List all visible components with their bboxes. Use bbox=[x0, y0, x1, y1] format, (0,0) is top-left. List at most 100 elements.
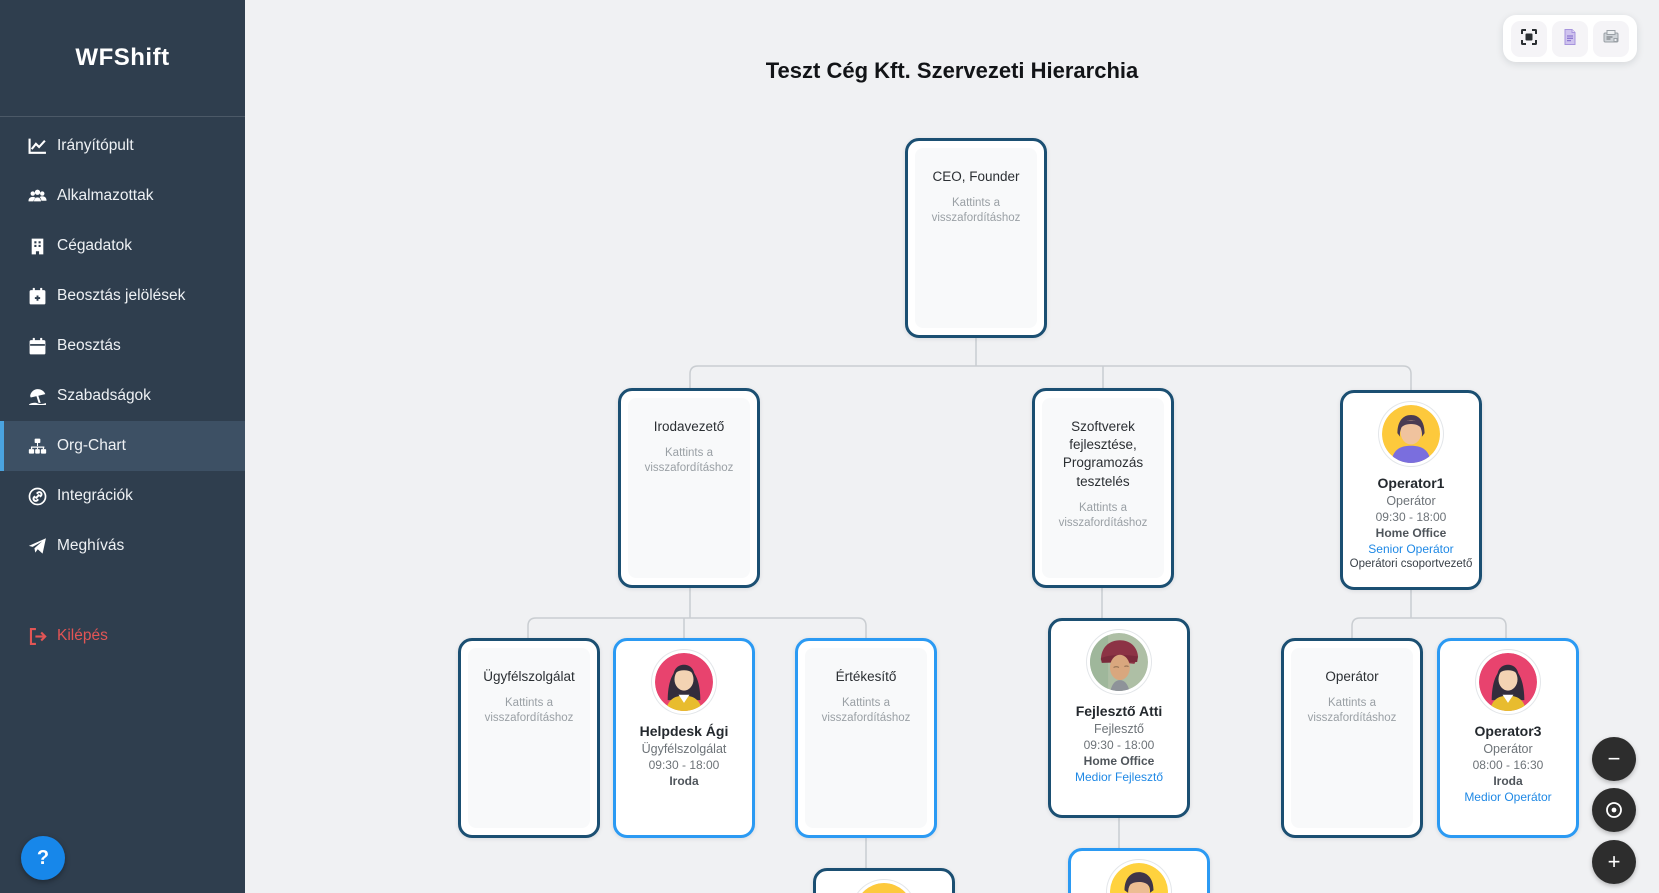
sidebar-item-label: Beosztás jelölések bbox=[57, 287, 186, 304]
document-export-icon bbox=[1561, 28, 1579, 49]
node-collapse-hint: Kattints a visszafordításhoz bbox=[1058, 501, 1148, 529]
person-extra-title: Operátori csoportvezető bbox=[1349, 558, 1473, 570]
sidebar-divider bbox=[0, 116, 245, 117]
person-level-link[interactable]: Medior Operátor bbox=[1464, 790, 1552, 804]
node-collapse-hint: Kattints a visszafordításhoz bbox=[931, 197, 1021, 225]
person-level-link[interactable]: Senior Operátor bbox=[1368, 542, 1454, 556]
sidebar-item-label: Szabadságok bbox=[57, 387, 151, 404]
node-collapse-hint: Kattints a visszafordításhoz bbox=[1307, 697, 1397, 725]
org-node-operator3[interactable]: Operator3 Operátor 08:00 - 16:30 Iroda M… bbox=[1437, 638, 1579, 838]
image-export-icon bbox=[1602, 28, 1620, 49]
sidebar-menu: Irányítópult Alkalmazottak Cégadatok Beo… bbox=[0, 121, 245, 661]
sidebar-item-shift-marks[interactable]: Beosztás jelölések bbox=[0, 271, 245, 321]
org-node-fejleszto-atti[interactable]: Fejlesztő Atti Fejlesztő 09:30 - 18:00 H… bbox=[1048, 618, 1190, 818]
person-role: Operátor bbox=[1483, 742, 1533, 756]
male-cartoon-avatar-2 bbox=[1110, 863, 1168, 893]
org-node-irodavezeto[interactable]: Irodavezető Kattints a visszafordításhoz bbox=[618, 388, 760, 588]
node-collapse-hint: Kattints a visszafordításhoz bbox=[821, 697, 911, 725]
node-collapse-hint: Kattints a visszafordításhoz bbox=[484, 697, 574, 725]
export-document-button[interactable] bbox=[1552, 20, 1588, 57]
node-title: Szoftverek fejlesztése, Programozás tesz… bbox=[1062, 419, 1144, 489]
zoom-out-button[interactable]: − bbox=[1592, 737, 1636, 781]
center-view-icon bbox=[1604, 800, 1624, 820]
person-role: Ügyfélszolgálat bbox=[641, 742, 727, 756]
female-cartoon-avatar bbox=[655, 653, 713, 711]
page-title: Teszt Cég Kft. Szervezeti Hierarchia bbox=[765, 58, 1139, 83]
org-node-partial-b[interactable] bbox=[1068, 848, 1210, 893]
node-title: CEO, Founder bbox=[932, 169, 1020, 184]
male-cartoon-avatar bbox=[1382, 405, 1440, 463]
node-title: Irodavezető bbox=[653, 419, 725, 434]
node-panel: Értékesítő Kattints a visszafordításhoz bbox=[805, 648, 927, 828]
org-node-ugyfelszolgalat[interactable]: Ügyfélszolgálat Kattints a visszafordítá… bbox=[458, 638, 600, 838]
sidebar-item-dashboard[interactable]: Irányítópult bbox=[0, 121, 245, 171]
person-location: Home Office bbox=[1083, 754, 1155, 768]
node-title: Értékesítő bbox=[835, 669, 897, 684]
org-node-operator1[interactable]: Operator1 Operátor 09:30 - 18:00 Home Of… bbox=[1340, 390, 1482, 590]
node-panel: Szoftverek fejlesztése, Programozás tesz… bbox=[1042, 398, 1164, 578]
org-node-ertekesito[interactable]: Értékesítő Kattints a visszafordításhoz bbox=[795, 638, 937, 838]
female-cartoon-avatar bbox=[1479, 653, 1537, 711]
person-name: Operator1 bbox=[1377, 475, 1445, 491]
sidebar-item-label: Integrációk bbox=[57, 487, 133, 504]
sidebar-item-logout[interactable]: Kilépés bbox=[0, 611, 245, 661]
node-panel: CEO, Founder Kattints a visszafordításho… bbox=[915, 148, 1037, 328]
node-panel: Ügyfélszolgálat Kattints a visszafordítá… bbox=[468, 648, 590, 828]
person-location: Home Office bbox=[1375, 526, 1447, 540]
sidebar-item-label: Meghívás bbox=[57, 537, 125, 554]
sidebar-item-label: Alkalmazottak bbox=[57, 187, 154, 204]
person-location: Iroda bbox=[669, 774, 699, 788]
org-node-helpdesk-agi[interactable]: Helpdesk Ági Ügyfélszolgálat 09:30 - 18:… bbox=[613, 638, 755, 838]
person-shift-time: 09:30 - 18:00 bbox=[1375, 510, 1447, 524]
app-logo: WFShift bbox=[75, 44, 170, 71]
sidebar-item-label: Beosztás bbox=[57, 337, 121, 354]
node-title: Ügyfélszolgálat bbox=[483, 669, 575, 684]
sign-out-icon bbox=[28, 627, 47, 646]
male-cartoon-avatar bbox=[855, 883, 913, 893]
users-icon bbox=[28, 187, 47, 206]
link-icon bbox=[28, 487, 47, 506]
sidebar-item-label: Kilépés bbox=[57, 627, 108, 644]
chart-toolbar bbox=[1503, 15, 1637, 62]
person-location: Iroda bbox=[1493, 774, 1523, 788]
node-panel: Operátor Kattints a visszafordításhoz bbox=[1291, 648, 1413, 828]
center-view-button[interactable] bbox=[1592, 788, 1636, 832]
sidebar-item-label: Cégadatok bbox=[57, 237, 132, 254]
sidebar-item-label: Org-Chart bbox=[57, 437, 126, 454]
person-name: Fejlesztő Atti bbox=[1075, 703, 1163, 719]
org-node-ceo[interactable]: CEO, Founder Kattints a visszafordításho… bbox=[905, 138, 1047, 338]
person-role: Fejlesztő bbox=[1093, 722, 1145, 736]
sidebar-item-invite[interactable]: Meghívás bbox=[0, 521, 245, 571]
sidebar-item-org-chart[interactable]: Org-Chart bbox=[0, 421, 245, 471]
sidebar-item-employees[interactable]: Alkalmazottak bbox=[0, 171, 245, 221]
fit-view-button[interactable] bbox=[1511, 20, 1547, 57]
sidebar-item-company[interactable]: Cégadatok bbox=[0, 221, 245, 271]
org-node-szoftverek[interactable]: Szoftverek fejlesztése, Programozás tesz… bbox=[1032, 388, 1174, 588]
export-image-button[interactable] bbox=[1593, 20, 1629, 57]
person-level-link[interactable]: Medior Fejlesztő bbox=[1074, 770, 1164, 784]
node-title: Operátor bbox=[1325, 669, 1379, 684]
sidebar-item-vacations[interactable]: Szabadságok bbox=[0, 371, 245, 421]
node-collapse-hint: Kattints a visszafordításhoz bbox=[644, 447, 734, 475]
person-name: Operator3 bbox=[1474, 723, 1542, 739]
beanie-photo-avatar bbox=[1090, 633, 1148, 691]
sidebar: WFShift Irányítópult Alkalmazottak Cégad… bbox=[0, 0, 245, 893]
sidebar-item-shifts[interactable]: Beosztás bbox=[0, 321, 245, 371]
sidebar-item-integrations[interactable]: Integrációk bbox=[0, 471, 245, 521]
node-panel: Irodavezető Kattints a visszafordításhoz bbox=[628, 398, 750, 578]
zoom-in-button[interactable]: + bbox=[1592, 840, 1636, 884]
paper-plane-icon bbox=[28, 537, 47, 556]
calendar-plus-icon bbox=[28, 287, 47, 306]
person-shift-time: 09:30 - 18:00 bbox=[648, 758, 720, 772]
calendar-icon bbox=[28, 337, 47, 356]
person-name: Helpdesk Ági bbox=[639, 723, 729, 739]
person-role: Operátor bbox=[1386, 494, 1436, 508]
person-shift-time: 08:00 - 16:30 bbox=[1472, 758, 1544, 772]
org-node-operator[interactable]: Operátor Kattints a visszafordításhoz bbox=[1281, 638, 1423, 838]
help-button[interactable]: ? bbox=[21, 836, 65, 880]
sitemap-icon bbox=[28, 437, 47, 456]
chart-line-icon bbox=[28, 137, 47, 156]
org-node-partial-a[interactable] bbox=[813, 868, 955, 893]
